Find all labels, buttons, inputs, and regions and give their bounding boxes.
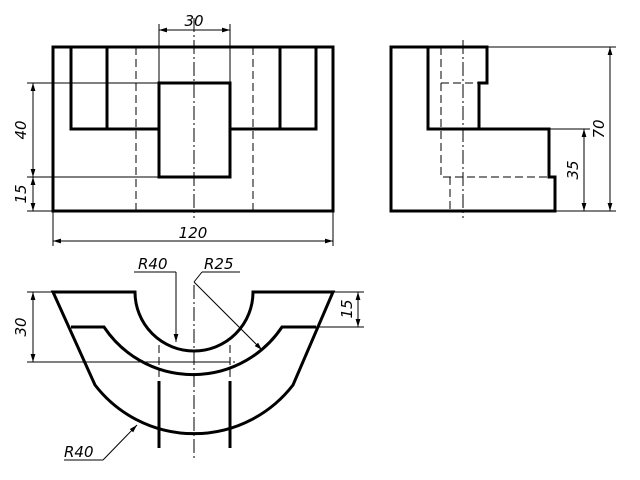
dim-top-rim-height: 15 — [338, 299, 356, 318]
top-outer-contour — [50, 290, 336, 436]
top-view: R40 R25 30 15 R40 — [12, 255, 364, 461]
dim-top-bottom-radius: R40 — [64, 443, 94, 461]
leader-bottom-r40 — [102, 424, 138, 461]
dim-side-overall-height: 70 — [590, 119, 608, 138]
dim-front-overall-width: 120 — [179, 224, 208, 242]
leader-r25 — [193, 281, 263, 351]
dim-top-radius-inner: R25 — [204, 255, 234, 273]
front-view: 30 40 15 120 — [12, 12, 335, 246]
side-inner-step — [426, 47, 479, 131]
dim-front-height-upper: 40 — [12, 120, 30, 139]
dim-top-radius-outer: R40 — [138, 255, 168, 273]
leader-r25-a — [193, 271, 203, 283]
dim-top-depth: 30 — [12, 317, 30, 336]
dim-front-height-lower: 15 — [12, 184, 30, 203]
dim-side-step-height: 35 — [564, 160, 582, 179]
top-inner-band — [71, 325, 316, 377]
side-hidden-profile — [440, 47, 549, 211]
side-view: 70 35 — [389, 40, 616, 218]
front-outline — [51, 45, 335, 213]
dim-front-top-width: 30 — [184, 12, 203, 30]
